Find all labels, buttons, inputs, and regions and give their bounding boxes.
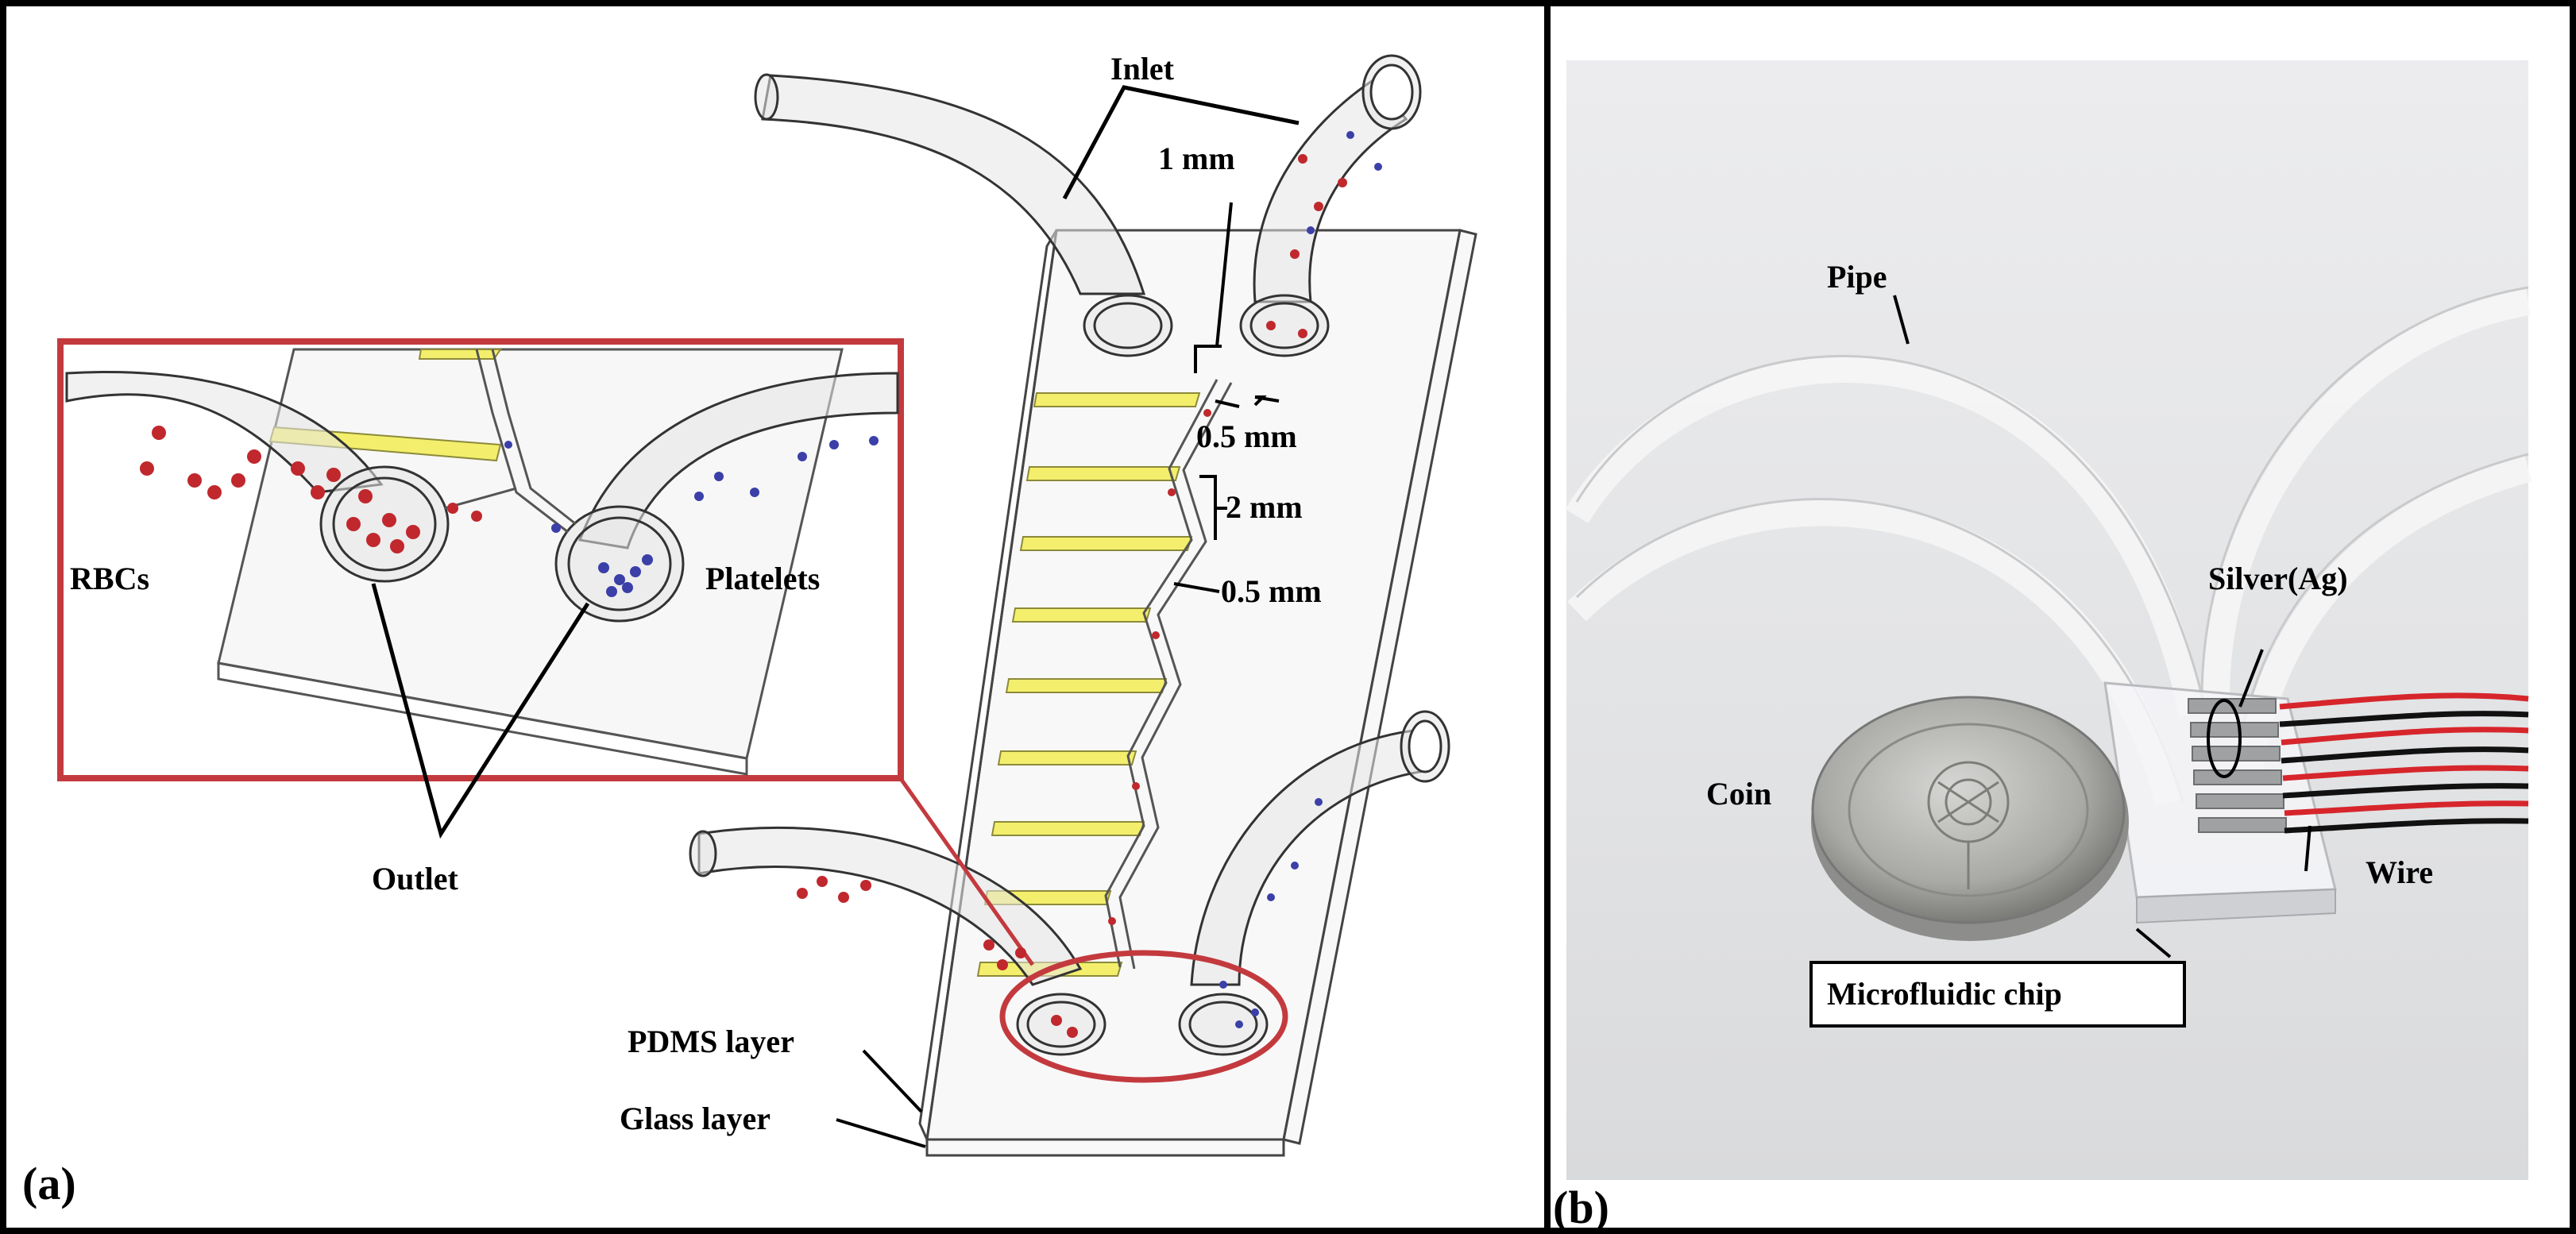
label-platelets: Platelets xyxy=(705,561,820,596)
layer-leaders xyxy=(836,1049,926,1148)
label-microfluidic-chip: Microfluidic chip xyxy=(1827,976,2062,1012)
coin-flower-icon xyxy=(1927,761,2010,889)
label-inlet: Inlet xyxy=(1110,51,1175,87)
label-rbcs: RBCs xyxy=(70,561,149,596)
inset-tube-right xyxy=(554,372,899,623)
dimension-markers xyxy=(1173,202,1280,593)
label-pdms-layer: PDMS layer xyxy=(628,1024,794,1059)
inset xyxy=(57,338,904,839)
silver-callout-ellipse xyxy=(2207,699,2242,778)
label-pipe: Pipe xyxy=(1827,259,1887,295)
panel-b: Pipe Silver(Ag) Coin Wire Microfluidic c… xyxy=(1553,60,2532,1233)
panel-a-tag: (a) xyxy=(22,1158,76,1209)
label-silver: Silver(Ag) xyxy=(2208,561,2348,596)
label-glass-layer: Glass layer xyxy=(620,1101,770,1136)
coin xyxy=(1811,696,2129,941)
panel-b-tag: (b) xyxy=(1553,1182,1609,1233)
zoom-connector xyxy=(895,773,1035,966)
rbc-particles-main xyxy=(797,154,1347,1038)
pipes xyxy=(1565,288,2532,806)
inlet-tube-left xyxy=(754,73,1173,357)
chip-body xyxy=(918,229,1477,1157)
photo-leaders xyxy=(1893,295,2311,958)
microfluidic-chip-photo xyxy=(2103,681,2337,924)
label-2mm: 2 mm xyxy=(1226,489,1303,525)
inset-rbc-particles xyxy=(140,426,482,553)
chip-label-box xyxy=(1809,961,2186,1028)
platelet-particles-main xyxy=(1219,131,1382,1028)
zigzag-channel xyxy=(1104,379,1233,970)
panel-a: Inlet 1 mm 0.5 mm 2 mm 0.5 mm RBCs Plate… xyxy=(22,51,1477,1209)
label-1mm: 1 mm xyxy=(1158,141,1235,176)
outlet-highlight-ellipse xyxy=(999,950,1288,1083)
inset-platelet-particles xyxy=(504,436,879,597)
label-0.5mm-mid: 0.5 mm xyxy=(1221,573,1322,609)
inlet-leaders xyxy=(1062,85,1300,200)
outlet-tube-left xyxy=(689,826,1106,1056)
outlet-leaders xyxy=(371,583,590,839)
inlet-tube-right xyxy=(1239,54,1422,357)
label-0.5mm-top: 0.5 mm xyxy=(1196,418,1297,454)
label-outlet: Outlet xyxy=(372,861,459,897)
label-wire: Wire xyxy=(2366,854,2433,890)
label-coin: Coin xyxy=(1706,776,1771,812)
wires xyxy=(2279,692,2529,834)
